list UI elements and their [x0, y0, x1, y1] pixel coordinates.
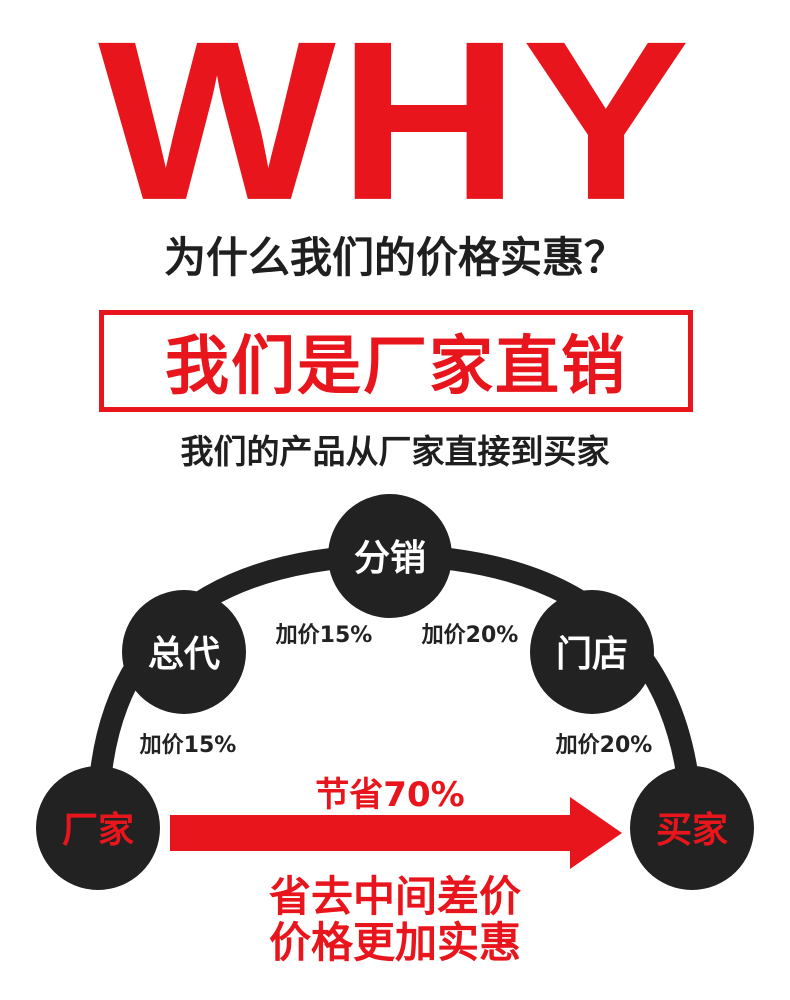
node-store: 门店 — [530, 590, 654, 714]
subtitle: 我们的产品从厂家直接到买家 — [180, 432, 610, 471]
node-distributor: 分销 — [328, 494, 452, 618]
savings-arrow — [170, 797, 622, 869]
node-distributor-label: 分销 — [354, 538, 426, 579]
footer-line-2: 价格更加实惠 — [268, 918, 521, 967]
factory-direct-banner: 我们是厂家直销 — [99, 310, 693, 412]
banner-label: 我们是厂家直销 — [165, 330, 627, 404]
footer-line-1: 省去中间差价 — [268, 872, 521, 921]
markup-store-buyer: 加价20% — [555, 733, 653, 758]
savings-label: 节省70% — [315, 775, 464, 815]
question-heading: 为什么我们的价格实惠？ — [163, 233, 626, 282]
node-factory-label: 厂家 — [62, 810, 134, 851]
node-buyer: 买家 — [630, 766, 754, 890]
markup-distributor-store: 加价20% — [421, 623, 519, 648]
node-agent-label: 总代 — [148, 634, 220, 675]
node-factory: 厂家 — [36, 766, 160, 890]
node-buyer-label: 买家 — [656, 810, 728, 851]
markup-factory-agent: 加价15% — [139, 733, 237, 758]
node-agent: 总代 — [122, 590, 246, 714]
node-store-label: 门店 — [556, 634, 628, 675]
markup-agent-distributor: 加价15% — [275, 623, 373, 648]
why-heading: WHY — [98, 0, 692, 248]
